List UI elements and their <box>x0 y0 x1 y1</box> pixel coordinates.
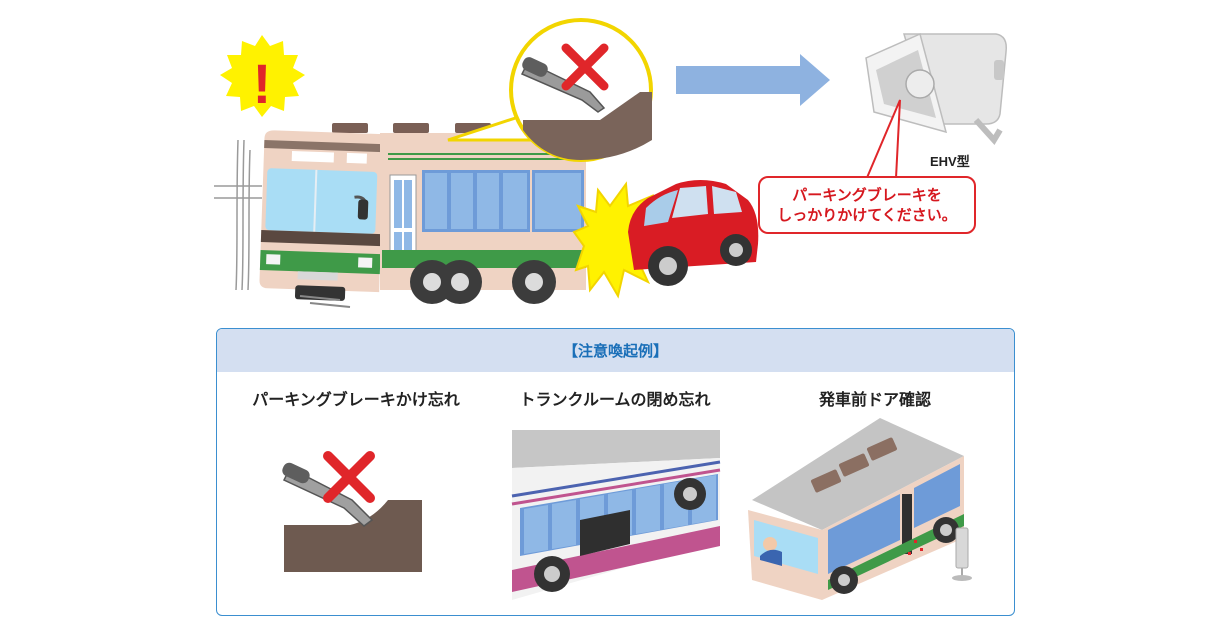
cross-mark-icon <box>323 451 375 503</box>
parking-brake-example-illustration <box>282 451 422 572</box>
warning-burst-icon: ! <box>220 35 305 117</box>
overhead-wires <box>214 139 262 291</box>
bus-side-illustration <box>259 123 586 308</box>
door-check-example-illustration <box>748 418 972 600</box>
bus-stop-speaker-pole <box>952 527 972 581</box>
announcement-callout: パーキングブレーキを しっかりかけてください。 <box>758 176 976 234</box>
horn-speaker-illustration <box>865 32 1008 146</box>
examples-header: 【注意喚起例】 <box>217 329 1014 372</box>
warning-exclamation: ! <box>253 52 272 115</box>
trunk-room-example-illustration <box>511 430 721 600</box>
parking-brake-zoom-bubble <box>447 18 653 162</box>
right-arrow-icon <box>676 54 830 106</box>
top-scene-illustration: ! <box>214 18 1008 308</box>
callout-line-1: パーキングブレーキを <box>792 186 942 204</box>
callout-line-2: しっかりかけてください。 <box>777 206 957 224</box>
impact-burst-icon <box>572 181 672 299</box>
case-label-trunk-room: トランクルームの閉め忘れ <box>519 390 711 409</box>
cross-mark-icon <box>561 43 609 91</box>
case-label-door-check: 発車前ドア確認 <box>818 390 931 409</box>
red-car-illustration <box>628 180 759 286</box>
speaker-model-label: EHV型 <box>930 154 970 169</box>
case-label-parking-brake: パーキングブレーキかけ忘れ <box>252 390 460 409</box>
